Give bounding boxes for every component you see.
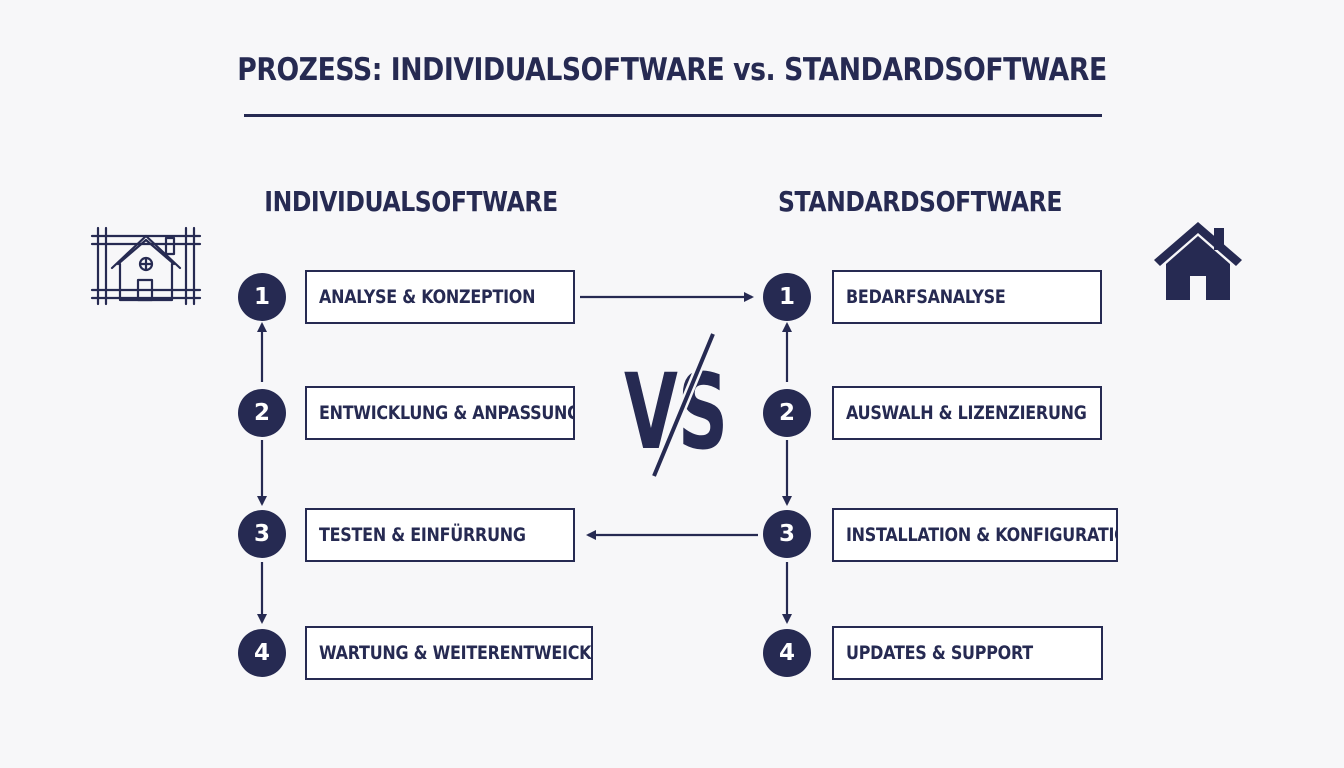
step-label: ENTWICKLUNG & ANPASSUNG [319, 402, 575, 424]
step-number-standard-1: 1 [763, 273, 811, 321]
vs-mark: VS [624, 332, 728, 478]
step-number-individual-1: 1 [238, 273, 286, 321]
step-number-individual-3: 3 [238, 510, 286, 558]
step-box-individual-4: WARTUNG & WEITERENTWEICKLG [305, 626, 593, 680]
step-number-standard-4: 4 [763, 629, 811, 677]
step-label: WARTUNG & WEITERENTWEICKLG [319, 642, 593, 664]
column-heading-standard: STANDARDSOFTWARE [778, 185, 1062, 218]
step-label: BEDARFSANALYSE [846, 286, 1006, 308]
step-box-standard-1: BEDARFSANALYSE [832, 270, 1102, 324]
step-label: INSTALLATION & KONFIGURATION [846, 524, 1118, 546]
step-number-standard-2: 2 [763, 389, 811, 437]
step-box-individual-3: TESTEN & EINFÜRRUNG [305, 508, 575, 562]
step-label: TESTEN & EINFÜRRUNG [319, 524, 526, 546]
house-blueprint-icon [90, 226, 202, 306]
title-divider [244, 114, 1102, 117]
step-number-individual-2: 2 [238, 389, 286, 437]
step-label: UPDATES & SUPPORT [846, 642, 1033, 664]
step-box-standard-2: AUSWALH & LIZENZIERUNG [832, 386, 1102, 440]
step-box-individual-1: ANALYSE & KONZEPTION [305, 270, 575, 324]
page-title: PROZESS: INDIVIDUALSOFTWARE vs. STANDARD… [237, 52, 1107, 88]
column-heading-individual: INDIVIDUALSOFTWARE [264, 185, 558, 218]
step-label: ANALYSE & KONZEPTION [319, 286, 536, 308]
house-icon [1154, 222, 1242, 300]
step-label: AUSWALH & LIZENZIERUNG [846, 402, 1087, 424]
step-number-standard-3: 3 [763, 510, 811, 558]
step-number-individual-4: 4 [238, 629, 286, 677]
step-box-standard-3: INSTALLATION & KONFIGURATION [832, 508, 1118, 562]
step-box-individual-2: ENTWICKLUNG & ANPASSUNG [305, 386, 575, 440]
step-box-standard-4: UPDATES & SUPPORT [832, 626, 1103, 680]
